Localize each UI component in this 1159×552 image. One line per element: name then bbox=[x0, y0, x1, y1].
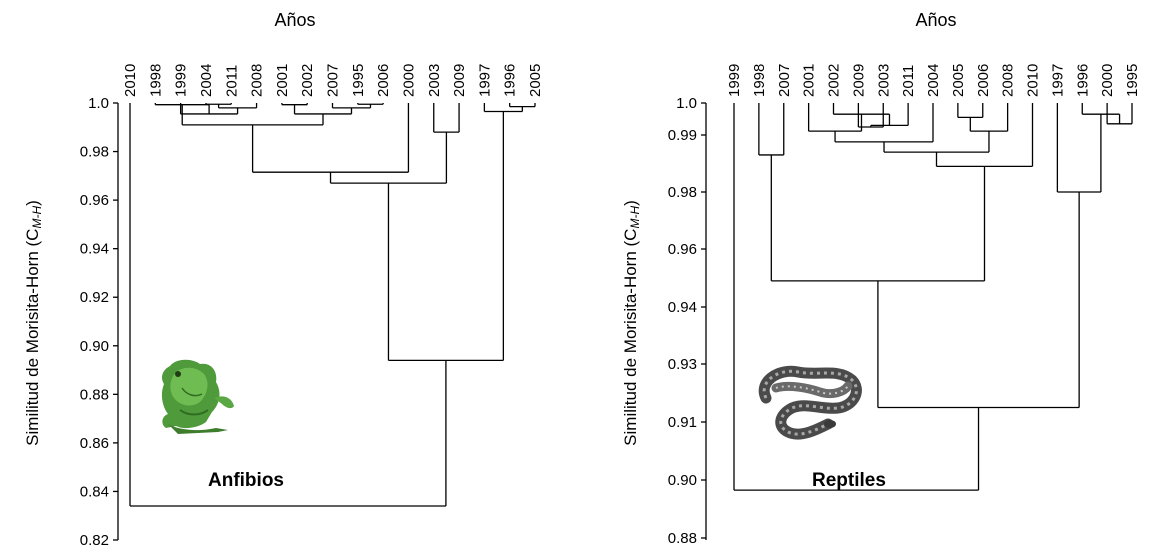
frog-icon bbox=[161, 359, 234, 434]
leaf-label: 2001 bbox=[274, 64, 291, 97]
leaf-label: 2010 bbox=[1025, 64, 1042, 97]
dendrogram-links bbox=[733, 103, 1133, 491]
leaf-label: 1998 bbox=[751, 64, 768, 97]
leaf-label: 1998 bbox=[147, 64, 164, 97]
y-axis-label-end: ) bbox=[23, 200, 42, 206]
leaf-label: 2006 bbox=[375, 64, 392, 97]
y-tick-label: 0.94 bbox=[80, 241, 109, 258]
leaf-label: 2002 bbox=[826, 64, 843, 97]
y-tick-label: 0.88 bbox=[668, 530, 697, 547]
y-tick-label: 0.94 bbox=[668, 299, 697, 316]
y-axis-label-sub: M-H bbox=[628, 206, 642, 229]
y-tick-label: 0.98 bbox=[80, 144, 109, 161]
leaf-label: 1997 bbox=[476, 64, 493, 97]
y-axis: 1.0 0.98 0.96 0.94 0.92 0.90 0.88 0.86 0.84 0.82 bbox=[80, 95, 119, 549]
y-axis-label-main: Similitud de Morisita-Horn (C bbox=[23, 229, 42, 446]
leaf-label: 1999 bbox=[173, 64, 190, 97]
leaf-label: 2007 bbox=[776, 64, 793, 97]
dendrogram-links bbox=[129, 103, 536, 507]
leaf-label: 1995 bbox=[350, 64, 367, 97]
chart-title: Años bbox=[274, 10, 315, 30]
leaf-label: 2009 bbox=[451, 64, 468, 97]
leaf-label: 2008 bbox=[249, 64, 266, 97]
y-tick-label: 1.0 bbox=[676, 95, 697, 112]
group-label: Anfibios bbox=[208, 470, 284, 491]
leaf-labels: 1999 1998 2007 2001 2002 2009 2003 2011 2004 2005… bbox=[726, 64, 1141, 97]
y-axis-label-end: ) bbox=[621, 200, 640, 206]
y-tick-label: 0.99 bbox=[668, 127, 697, 144]
leaf-label: 2002 bbox=[299, 64, 316, 97]
y-tick-label: 1.0 bbox=[88, 95, 109, 112]
y-axis-label-sub: M-H bbox=[30, 206, 44, 229]
leaf-label: 2011 bbox=[900, 65, 917, 97]
y-tick-label: 0.90 bbox=[80, 338, 109, 355]
leaf-label: 1996 bbox=[502, 64, 519, 97]
leaf-label: 2007 bbox=[325, 64, 342, 97]
leaf-label: 2004 bbox=[925, 64, 942, 97]
leaf-label: 2003 bbox=[875, 64, 892, 97]
y-tick-label: 0.90 bbox=[668, 472, 697, 489]
y-tick-label: 0.82 bbox=[80, 532, 109, 549]
y-tick-label: 0.96 bbox=[80, 192, 109, 209]
leaf-label: 2005 bbox=[950, 64, 967, 97]
leaf-label: 2004 bbox=[198, 64, 215, 97]
leaf-label: 2005 bbox=[527, 64, 544, 97]
panel-anfibios: Años Similitud de Morisita-Horn (CM-H) 1… bbox=[23, 10, 544, 549]
y-tick-label: 0.93 bbox=[668, 356, 697, 373]
panel-reptiles: Años Similitud de Morisita-Horn (CM-H) 1… bbox=[621, 10, 1141, 547]
leaf-label: 1999 bbox=[726, 64, 743, 97]
leaf-label: 1995 bbox=[1124, 64, 1141, 97]
y-axis: 1.0 0.99 0.98 0.96 0.94 0.93 0.91 0.90 0.88 bbox=[668, 95, 707, 547]
leaf-labels: 2010 1998 1999 2004 2011 2008 2001 2002 2007 1995… bbox=[122, 64, 544, 97]
y-axis-label: Similitud de Morisita-Horn (CM-H) bbox=[621, 200, 642, 446]
y-tick-label: 0.92 bbox=[80, 289, 109, 306]
y-tick-label: 0.98 bbox=[668, 184, 697, 201]
leaf-label: 2010 bbox=[122, 64, 139, 97]
leaf-label: 2000 bbox=[400, 64, 417, 97]
leaf-label: 2009 bbox=[850, 64, 867, 97]
leaf-label: 2006 bbox=[975, 64, 992, 97]
group-label: Reptiles bbox=[812, 470, 886, 491]
y-axis-label-main: Similitud de Morisita-Horn (C bbox=[621, 229, 640, 446]
y-tick-label: 0.86 bbox=[80, 435, 109, 452]
y-tick-label: 0.88 bbox=[80, 386, 109, 403]
y-tick-label: 0.91 bbox=[668, 414, 697, 431]
y-axis-label: Similitud de Morisita-Horn (CM-H) bbox=[23, 200, 44, 446]
leaf-label: 2000 bbox=[1099, 64, 1116, 97]
leaf-label: 1996 bbox=[1074, 64, 1091, 97]
y-tick-label: 0.84 bbox=[80, 483, 109, 500]
chart-title: Años bbox=[915, 10, 956, 30]
leaf-label: 1997 bbox=[1049, 64, 1066, 97]
leaf-label: 2003 bbox=[426, 64, 443, 97]
snake-icon bbox=[758, 365, 862, 440]
leaf-label: 2011 bbox=[223, 65, 240, 97]
y-tick-label: 0.96 bbox=[668, 241, 697, 258]
leaf-label: 2001 bbox=[801, 64, 818, 97]
leaf-label: 2008 bbox=[1000, 64, 1017, 97]
